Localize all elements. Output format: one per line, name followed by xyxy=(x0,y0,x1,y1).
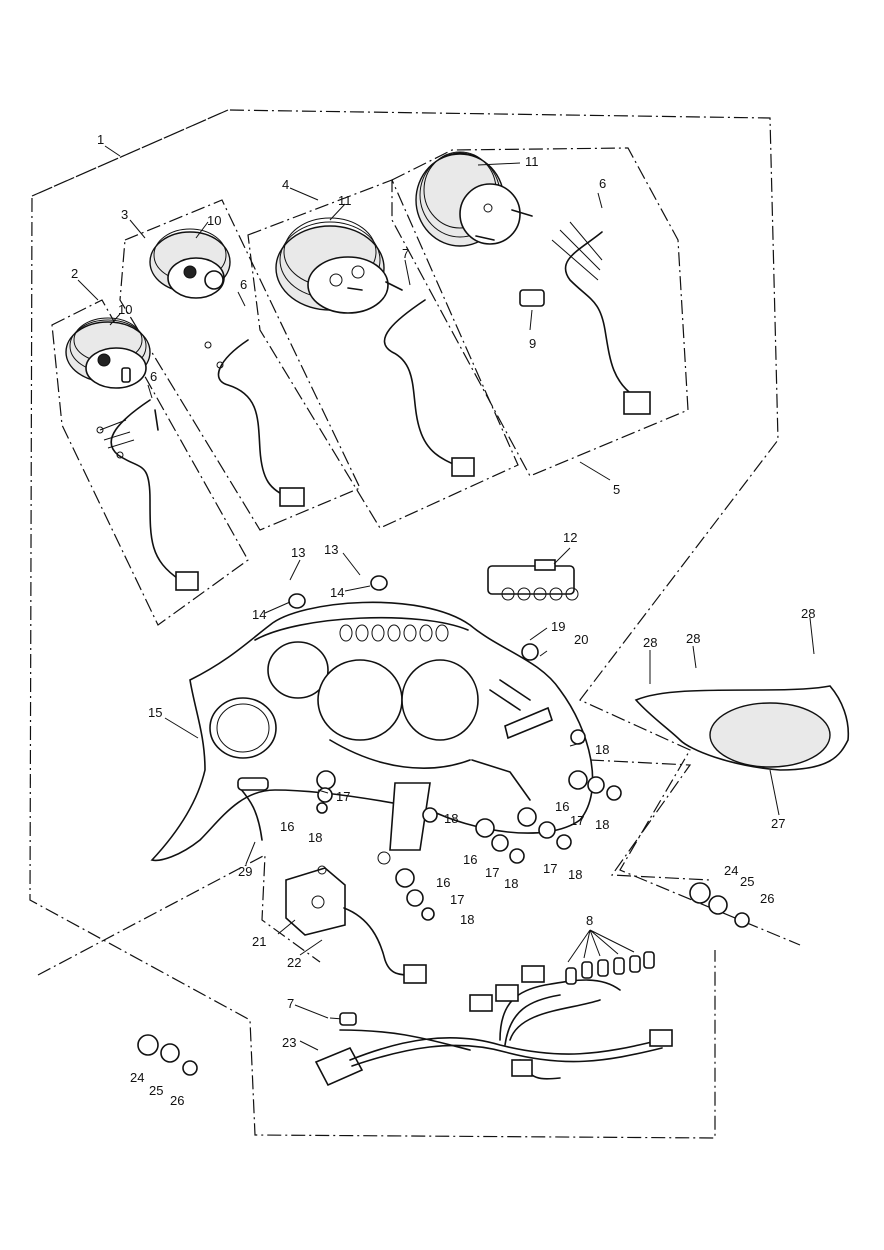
callout-10b: 10 xyxy=(118,302,132,317)
callout-24a: 24 xyxy=(724,863,738,878)
assembly-boundaries xyxy=(29,109,801,1139)
callout-3: 3 xyxy=(121,207,128,222)
callout-13a: 13 xyxy=(291,545,305,560)
callout-7b: 7 xyxy=(287,996,294,1011)
callout-14b: 14 xyxy=(330,585,344,600)
callout-19: 19 xyxy=(551,619,565,634)
callout-22: 22 xyxy=(287,955,301,970)
callout-16d: 16 xyxy=(436,875,450,890)
boundary-group-4 xyxy=(247,179,519,529)
callout-18g: 18 xyxy=(460,912,474,927)
callout-1: 1 xyxy=(97,132,104,147)
callout-18d: 18 xyxy=(444,811,458,826)
hardware xyxy=(137,575,750,1076)
callout-20: 20 xyxy=(574,632,588,647)
callout-17d: 17 xyxy=(543,861,557,876)
callout-11b: 11 xyxy=(338,193,352,208)
callout-28c: 28 xyxy=(801,606,815,621)
boundary-group-5 xyxy=(391,147,689,477)
callout-14a: 14 xyxy=(252,607,266,622)
callout-23: 23 xyxy=(282,1035,296,1050)
callout-6c: 6 xyxy=(150,369,157,384)
callout-6b: 6 xyxy=(240,277,247,292)
callout-15: 15 xyxy=(148,705,162,720)
gauge-4 xyxy=(275,217,475,477)
callout-28a: 28 xyxy=(643,635,657,650)
callout-28b: 28 xyxy=(686,631,700,646)
callout-labels: 1 2 3 4 5 6 6 6 7 7 8 9 10 10 11 11 12 1… xyxy=(71,132,815,1108)
callout-16c: 16 xyxy=(463,852,477,867)
harness-23 xyxy=(314,951,673,1087)
callout-17b: 17 xyxy=(570,813,584,828)
instrument-housing-15 xyxy=(150,601,594,865)
callout-13b: 13 xyxy=(324,542,338,557)
gauge-5 xyxy=(415,151,651,415)
callout-17e: 17 xyxy=(450,892,464,907)
callout-4: 4 xyxy=(282,177,289,192)
callout-16a: 16 xyxy=(280,819,294,834)
callout-18e: 18 xyxy=(504,876,518,891)
leader-lines xyxy=(77,145,815,1051)
callout-26a: 26 xyxy=(760,891,774,906)
callout-27: 27 xyxy=(771,816,785,831)
callout-18f: 18 xyxy=(568,867,582,882)
callout-18b: 18 xyxy=(595,742,609,757)
boundary-lower-left xyxy=(37,853,321,976)
callout-25a: 25 xyxy=(740,874,754,889)
callout-5: 5 xyxy=(613,482,620,497)
connector-12 xyxy=(487,559,579,601)
cover-27 xyxy=(634,685,850,771)
callout-25b: 25 xyxy=(149,1083,163,1098)
module-21 xyxy=(285,865,427,984)
boundary-assembly-1 xyxy=(29,109,801,1139)
callout-29: 29 xyxy=(238,864,252,879)
gauge-2 xyxy=(65,317,199,591)
callout-21: 21 xyxy=(252,934,266,949)
callout-18a: 18 xyxy=(308,830,322,845)
gauge-3 xyxy=(149,228,305,507)
callout-6a: 6 xyxy=(599,176,606,191)
callout-2: 2 xyxy=(71,266,78,281)
callout-16b: 16 xyxy=(555,799,569,814)
boundary-lower-right xyxy=(589,759,711,881)
callout-17a: 17 xyxy=(336,789,350,804)
callout-8: 8 xyxy=(586,913,593,928)
callout-12: 12 xyxy=(563,530,577,545)
callout-24b: 24 xyxy=(130,1070,144,1085)
callout-26b: 26 xyxy=(170,1093,184,1108)
callout-11a: 11 xyxy=(525,154,539,169)
callout-17c: 17 xyxy=(485,865,499,880)
callout-10a: 10 xyxy=(207,213,221,228)
callout-7a: 7 xyxy=(402,246,409,261)
boundary-group-2 xyxy=(51,299,249,626)
callout-18c: 18 xyxy=(595,817,609,832)
callout-9: 9 xyxy=(529,336,536,351)
